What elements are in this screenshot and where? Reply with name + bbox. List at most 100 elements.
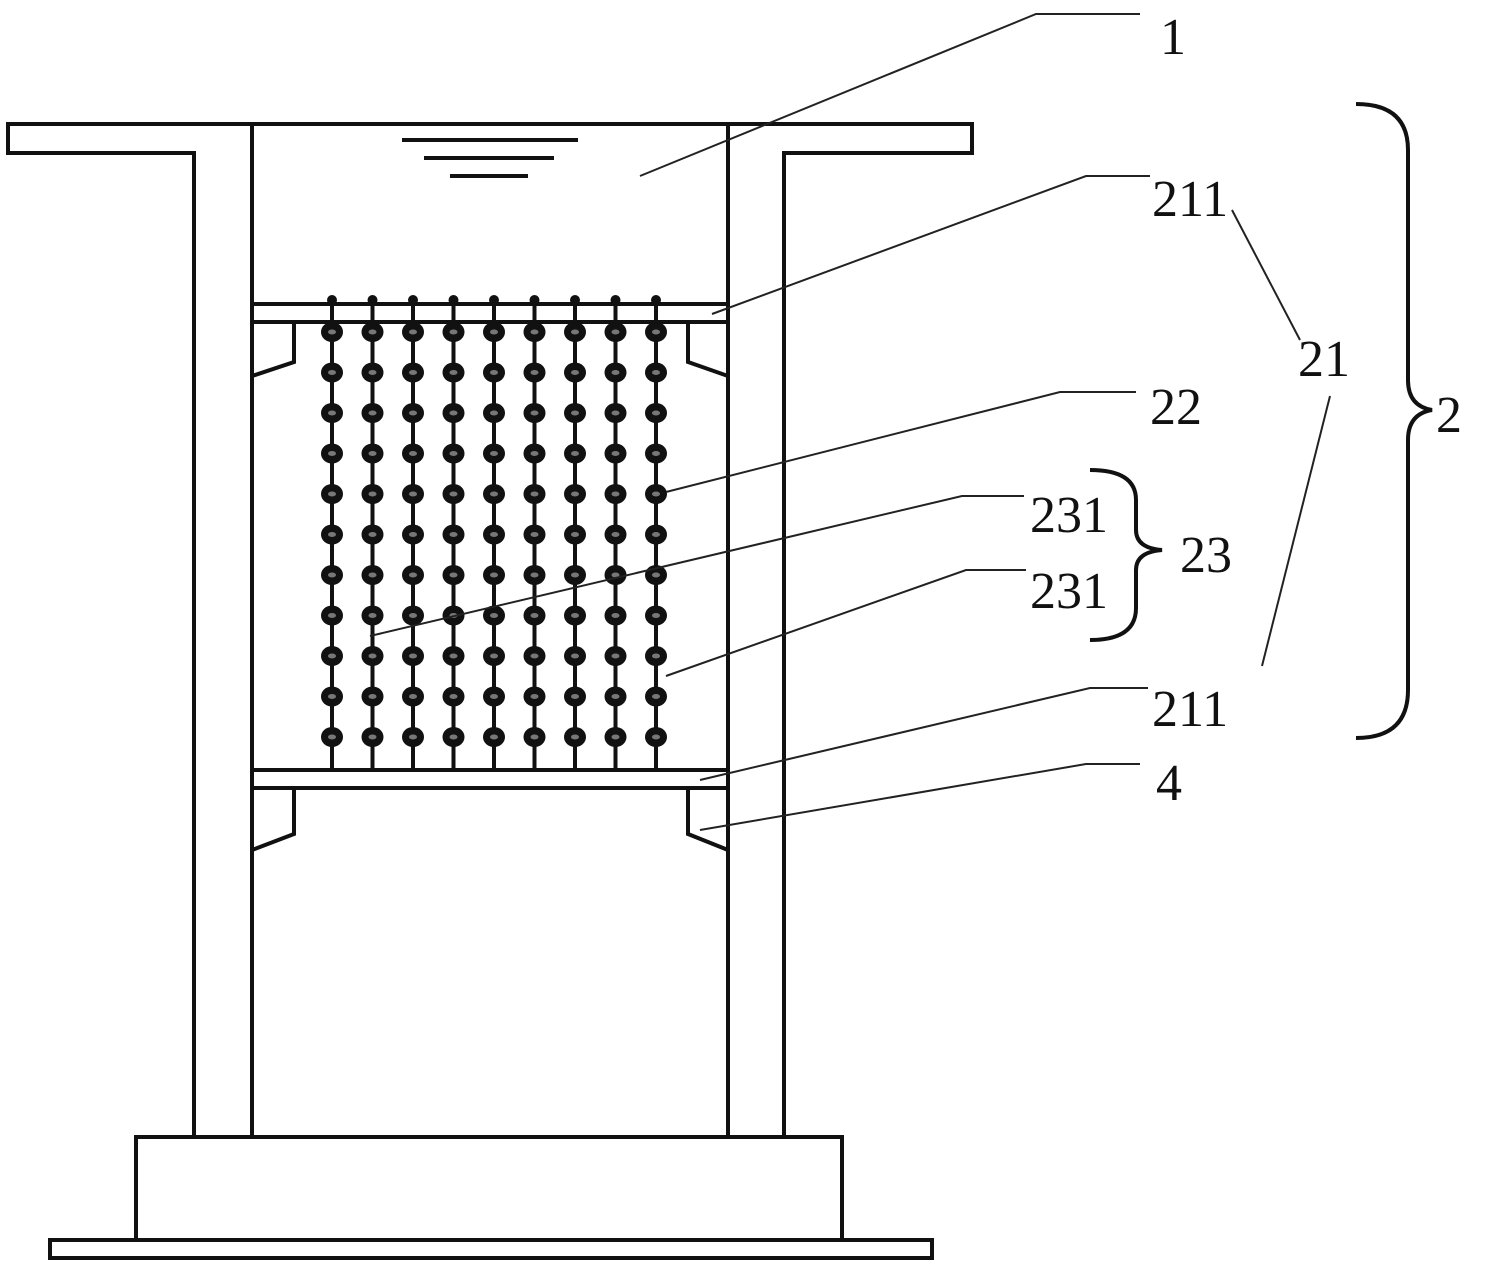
bead-highlight [530,410,539,416]
wire-anchor [367,295,378,305]
bead-highlight [449,694,458,699]
bead-highlight [449,653,458,659]
bead-highlight [409,572,417,578]
bead-highlight [571,694,579,699]
bead-highlight [409,613,417,618]
bead-highlight [490,451,498,456]
bead-highlight [490,734,498,740]
bead-highlight [490,329,498,335]
bead-highlight [530,532,539,537]
bead-highlight [571,329,579,335]
label-211-top: 211 [1152,171,1228,228]
bead-highlight [611,451,620,456]
bead-highlight [409,410,417,416]
label-231-upper: 231 [1030,487,1108,544]
bead-highlight [368,694,377,699]
bead-highlight [490,653,498,659]
bead-highlight [611,613,620,618]
bead-highlight [571,734,579,740]
bead-highlight [449,572,458,578]
bead-highlight [652,613,660,618]
label-23: 23 [1180,527,1232,584]
bead-highlight [571,451,579,456]
bead-highlight [611,572,620,578]
bead-highlight [368,329,377,335]
bead-highlight [652,572,660,578]
bead-highlight [409,491,417,497]
label-2: 2 [1436,387,1462,444]
bead-highlight [368,532,377,537]
bead-highlight [368,410,377,416]
bead-highlight [652,329,660,335]
leader-line-21-lower [1261,395,1331,667]
leader-lines [369,13,1331,831]
wire-anchor [529,295,540,305]
bead-highlight [490,613,498,618]
bead-highlight [652,491,660,497]
bead-highlight [652,532,660,537]
brace-2 [1355,102,1433,740]
bead-highlight [328,613,336,618]
bead-highlight [652,410,660,416]
bead-highlight [328,329,336,335]
bead-highlight [409,734,417,740]
bead-highlight [530,653,539,659]
brace-23 [1089,468,1163,642]
label-4: 4 [1156,755,1182,812]
bead-highlight [368,734,377,740]
bottom-plate [250,768,730,790]
leader-line-211-bottom [699,687,1148,781]
bead-highlight [530,451,539,456]
labels: 1 211 21 2 22 231 23 231 211 4 [1030,9,1462,812]
bead-highlight [652,451,660,456]
bead-highlight [449,451,458,456]
bead-highlight [530,613,539,618]
label-22: 22 [1150,379,1202,436]
leader-line-21-upper [1231,209,1301,341]
bead-highlight [409,653,417,659]
bead-highlight [530,491,539,497]
wire-anchor [570,295,580,305]
bead-highlight [409,694,417,699]
leader-line-231-lower [665,569,1026,677]
bead-highlight [530,572,539,578]
bead-highlight [409,451,417,456]
bead-highlight [409,532,417,537]
bead-highlight [368,491,377,497]
bead-highlight [449,491,458,497]
bead-highlight [449,329,458,335]
bead-highlight [368,613,377,618]
bead-highlight [571,370,579,375]
label-1: 1 [1160,9,1186,66]
leader-line-231-upper [369,495,1024,637]
top-plate [250,302,730,324]
bead-highlight [449,532,458,537]
bead-highlight [611,694,620,699]
bead-highlight [490,572,498,578]
middle-chamber [250,322,730,770]
wire-anchor [651,295,661,305]
bead-highlight [490,410,498,416]
bead-highlight [368,653,377,659]
bead-highlight [530,694,539,699]
bead-highlight [328,410,336,416]
label-211-bottom: 211 [1152,681,1228,738]
bead-highlight [490,532,498,537]
bead-highlight [571,532,579,537]
wire-anchor [448,295,459,305]
bead-highlight [449,734,458,740]
bead-highlight [368,572,377,578]
wire-anchor [610,295,621,305]
bead-highlight [490,370,498,375]
bead-highlight [571,613,579,618]
wire-anchor [327,295,337,305]
lower-chamber [250,788,730,1139]
bead-highlight [328,572,336,578]
bead-highlight [490,694,498,699]
bead-highlight [571,572,579,578]
bead-highlight [611,370,620,375]
bead-highlight [449,370,458,375]
bead-highlight [652,370,660,375]
bead-highlight [328,532,336,537]
